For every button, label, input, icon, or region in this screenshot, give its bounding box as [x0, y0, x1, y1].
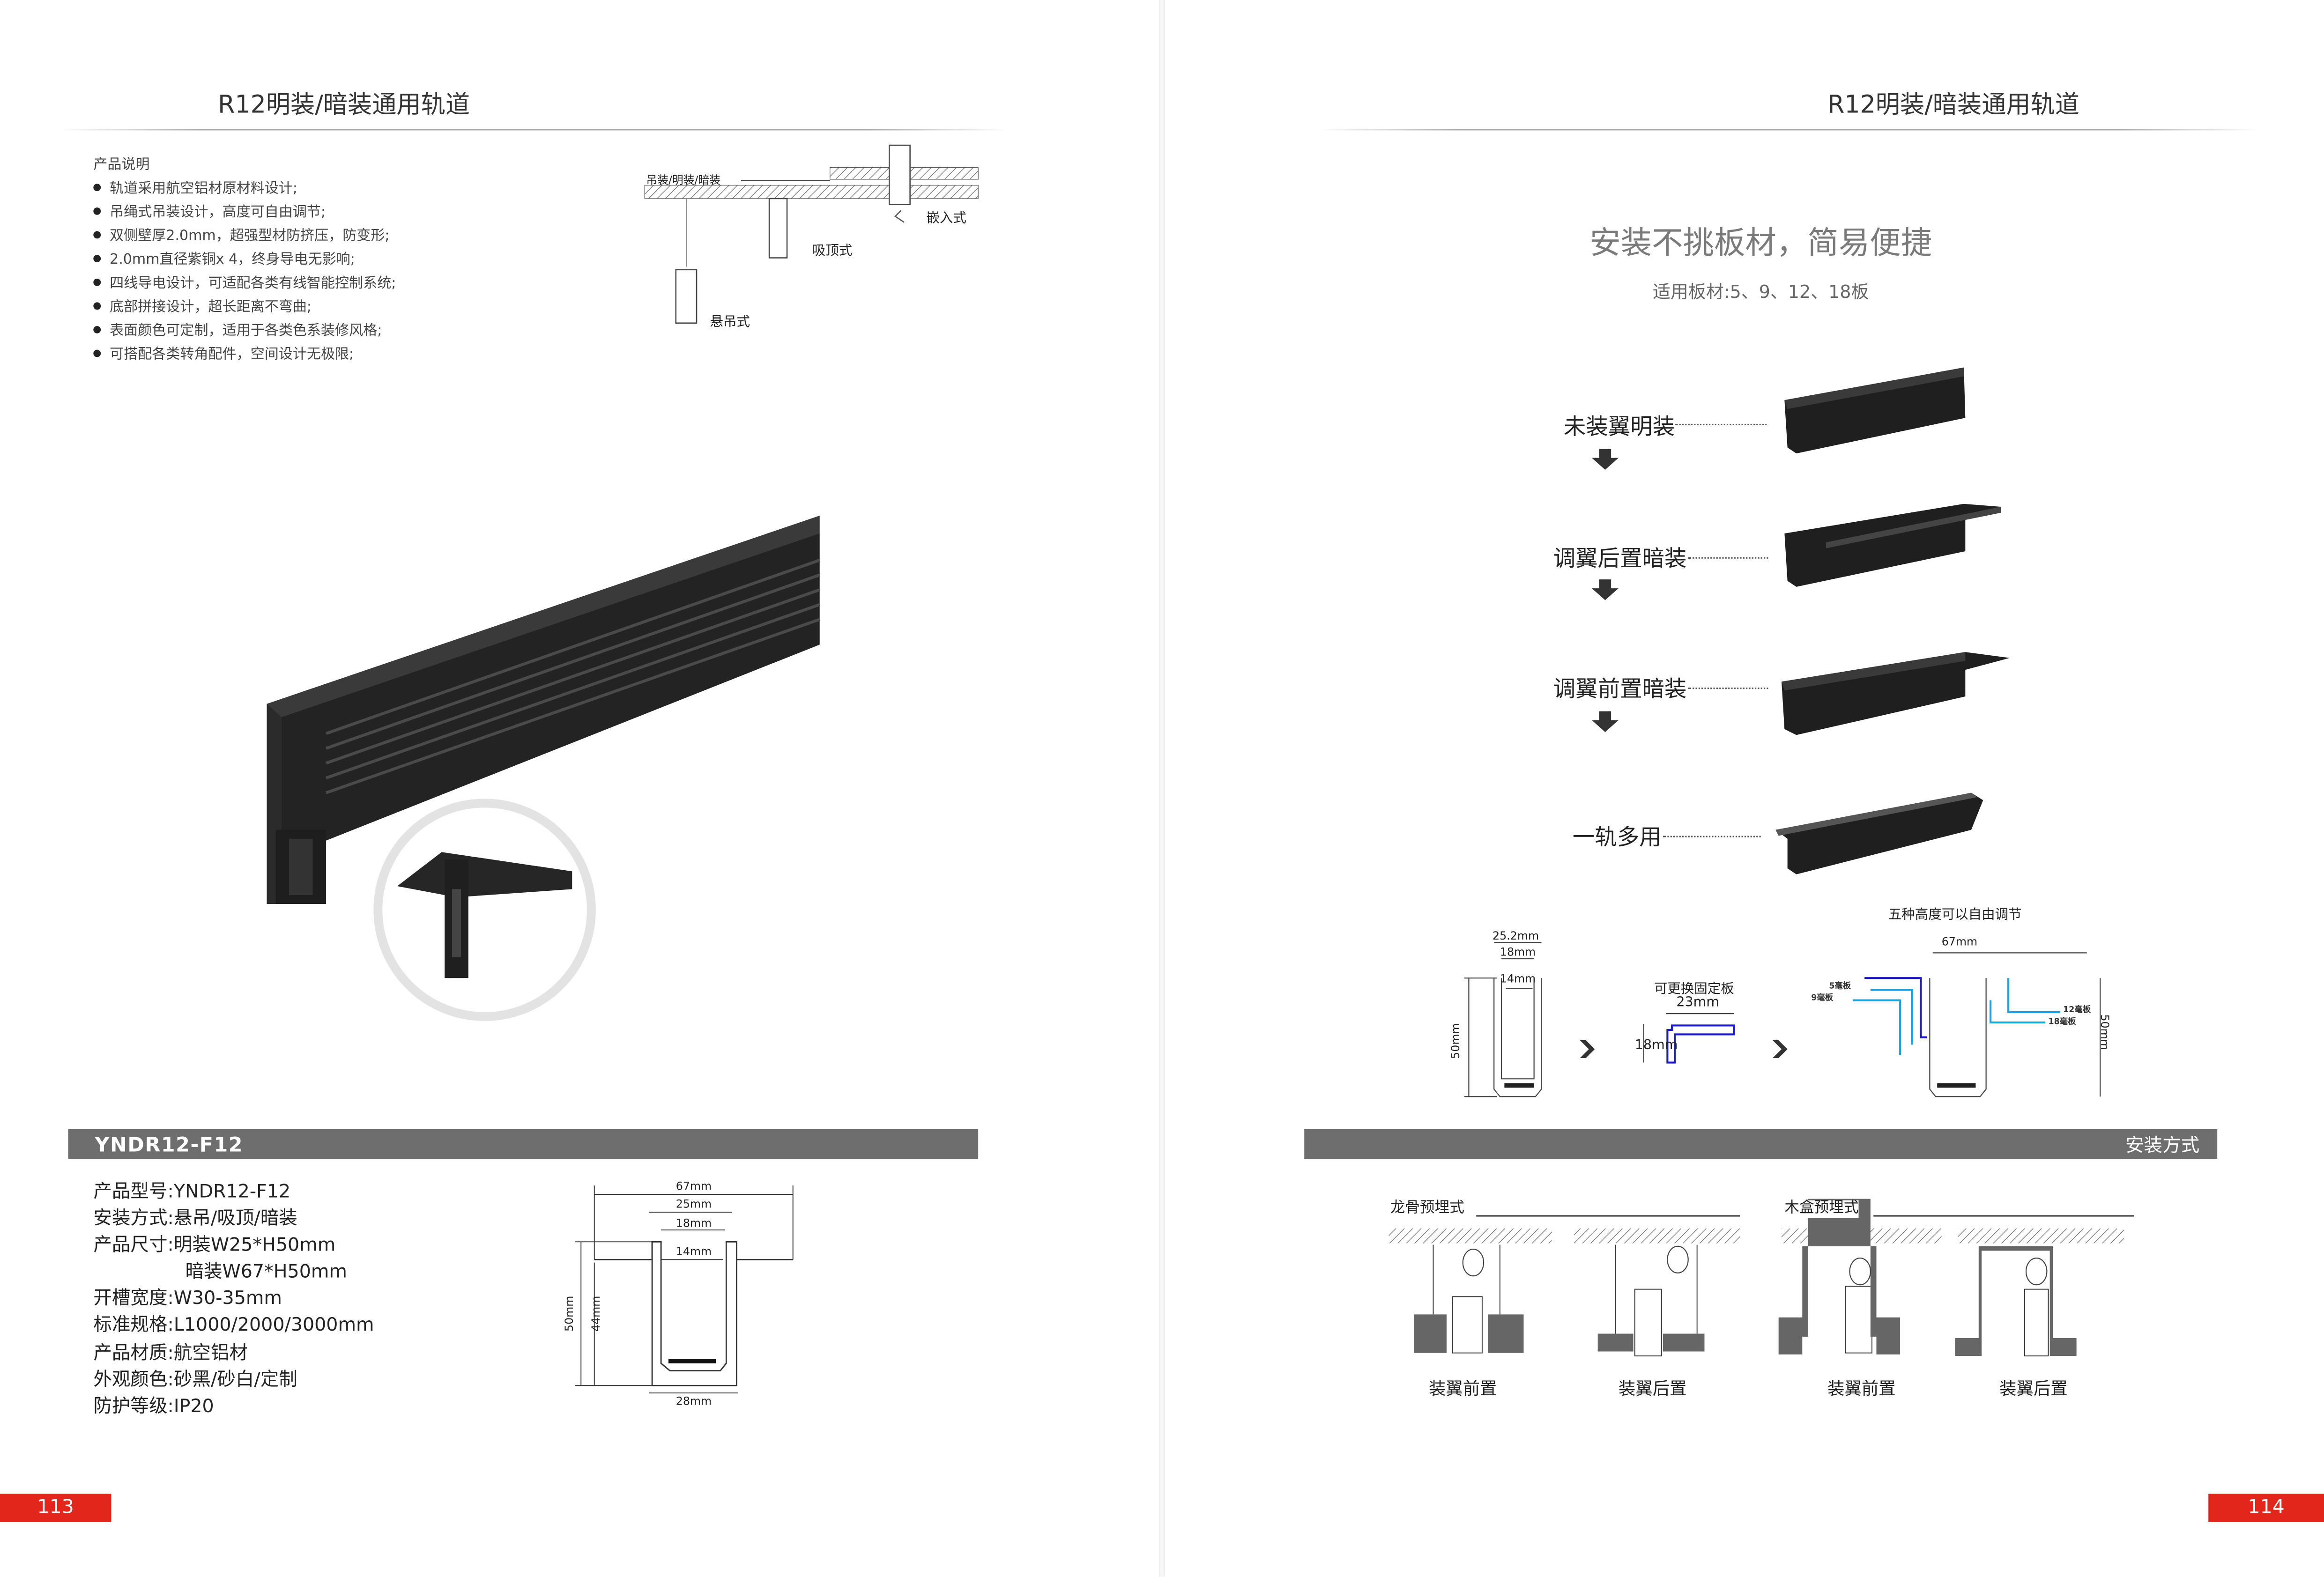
- leader-line: [1688, 688, 1768, 689]
- pendant-label: 悬吊式: [710, 315, 750, 331]
- spec-size-recessed: 暗装W67*H50mm: [185, 1260, 347, 1282]
- spec-size: 产品尺寸:明装W25*H50mm: [93, 1233, 336, 1256]
- method-keel-back: 装翼后置: [1618, 1378, 1687, 1399]
- product-description: 产品说明 轨道采用航空铝材原材料设计; 吊绳式吊装设计，高度可自由调节; 双侧壁…: [93, 154, 396, 368]
- spec-color: 外观颜色:砂黑/砂白/定制: [93, 1367, 297, 1390]
- right-arrow-icon: [1580, 1040, 1788, 1059]
- spec-material: 产品材质:航空铝材: [93, 1340, 248, 1363]
- group-rule: [1476, 1215, 1740, 1217]
- description-bullet: 四线导电设计，可适配各类有线智能控制系统;: [93, 273, 396, 296]
- step-graphics: [1592, 367, 2010, 874]
- page-fold: [1159, 0, 1165, 1577]
- leader-line: [1675, 423, 1767, 426]
- leader-line: [1663, 836, 1761, 837]
- step-label: 调翼前置暗装: [1553, 675, 1687, 703]
- model-bar-label: YNDR12-F12: [95, 1133, 244, 1158]
- dim-50mm-right: 50mm: [2098, 1014, 2112, 1050]
- step-label: 调翼后置暗装: [1553, 545, 1687, 572]
- description-bullet: 双侧壁厚2.0mm，超强型材防挤压，防变形;: [93, 225, 396, 249]
- step-label: 一轨多用: [1572, 824, 1662, 851]
- description-bullet: 可搭配各类转角配件，空间设计无极限;: [93, 344, 396, 368]
- dim-25mm: 25mm: [676, 1197, 712, 1211]
- description-bullet: 表面颜色可定制，适用于各类色系装修风格;: [93, 320, 396, 344]
- surface-label: 吸顶式: [812, 244, 853, 259]
- spec-model: 产品型号:YNDR12-F12: [93, 1179, 291, 1202]
- dim-28mm: 28mm: [676, 1394, 712, 1408]
- install-method-bar: 安装方式: [1304, 1129, 2218, 1159]
- method-group-woodbox: 木盒预埋式: [1784, 1200, 1859, 1218]
- install-method-bar-label: 安装方式: [2125, 1133, 2200, 1156]
- profile-diagrams: [1464, 942, 2101, 1097]
- subtitle: 适用板材:5、9、12、18板: [1652, 281, 1869, 303]
- ceiling-label: 吊装/明装/暗装: [646, 173, 720, 187]
- right-title-rule: [1319, 129, 2259, 131]
- board-18: 18毫板: [2048, 1018, 2076, 1027]
- install-type-diagram: [644, 144, 979, 324]
- down-arrow-icon: [1592, 449, 1619, 732]
- dim-14mm: 14mm: [676, 1244, 712, 1259]
- page-number-right: 114: [2208, 1494, 2324, 1522]
- description-bullet: 底部拼接设计，超长距离不弯曲;: [93, 296, 396, 320]
- dim-50mm: 50mm: [562, 1296, 576, 1332]
- page-number-left: 113: [0, 1494, 111, 1522]
- dim-18mm-plate: 18mm: [1634, 1038, 1678, 1054]
- description-bullet: 轨道采用航空铝材原材料设计;: [93, 178, 396, 202]
- method-group-keel: 龙骨预埋式: [1390, 1200, 1464, 1218]
- plate-label: 可更换固定板: [1654, 982, 1734, 998]
- headline: 安装不挑板材，简易便捷: [1589, 225, 1932, 261]
- description-bullet: 吊绳式吊装设计，高度可自由调节;: [93, 201, 396, 225]
- dim-14mm: 14mm: [1500, 972, 1536, 985]
- dim-67mm: 67mm: [676, 1179, 712, 1193]
- group-rule: [1873, 1215, 2135, 1217]
- method-woodbox-back: 装翼后置: [1999, 1378, 2068, 1399]
- dimension-drawing: [575, 1185, 794, 1394]
- description-heading: 产品说明: [93, 157, 150, 174]
- dim-23mm: 23mm: [1676, 996, 1720, 1011]
- dim-25-2mm: 25.2mm: [1492, 929, 1539, 943]
- model-bar: YNDR12-F12: [68, 1129, 979, 1159]
- heights-label: 五种高度可以自由调节: [1888, 908, 2022, 924]
- description-bullet: 2.0mm直径紫铜x 4，终身导电无影响;: [93, 249, 396, 273]
- spec-ip: 防护等级:IP20: [93, 1394, 214, 1416]
- dim-50mm: 50mm: [1448, 1023, 1463, 1059]
- dim-44mm: 44mm: [589, 1296, 603, 1332]
- spec-length: 标准规格:L1000/2000/3000mm: [93, 1313, 374, 1336]
- step-label: 未装翼明装: [1563, 413, 1675, 440]
- recessed-label: 嵌入式: [926, 212, 966, 227]
- install-method-diagrams: [1388, 1199, 2124, 1356]
- leader-line: [1688, 557, 1768, 559]
- rail-product-image: [267, 516, 820, 1021]
- spec-slot: 开槽宽度:W30-35mm: [93, 1287, 282, 1309]
- board-5: 5毫板: [1829, 982, 1851, 992]
- board-9: 9毫板: [1811, 994, 1834, 1003]
- dim-67mm: 67mm: [1941, 935, 1978, 948]
- spec-list: 产品型号:YNDR12-F12 安装方式:悬吊/吸顶/暗装 产品尺寸:明装W25…: [93, 1178, 374, 1419]
- method-keel-front: 装翼前置: [1428, 1378, 1497, 1399]
- method-woodbox-front: 装翼前置: [1827, 1378, 1896, 1399]
- dim-18mm: 18mm: [676, 1216, 712, 1230]
- left-page-title: R12明装/暗装通用轨道: [218, 90, 470, 119]
- spec-install: 安装方式:悬吊/吸顶/暗装: [93, 1206, 297, 1229]
- dim-18mm: 18mm: [1500, 945, 1536, 959]
- board-12: 12毫板: [2063, 1006, 2091, 1015]
- right-page-title: R12明装/暗装通用轨道: [1827, 90, 2080, 119]
- left-title-rule: [59, 129, 1008, 131]
